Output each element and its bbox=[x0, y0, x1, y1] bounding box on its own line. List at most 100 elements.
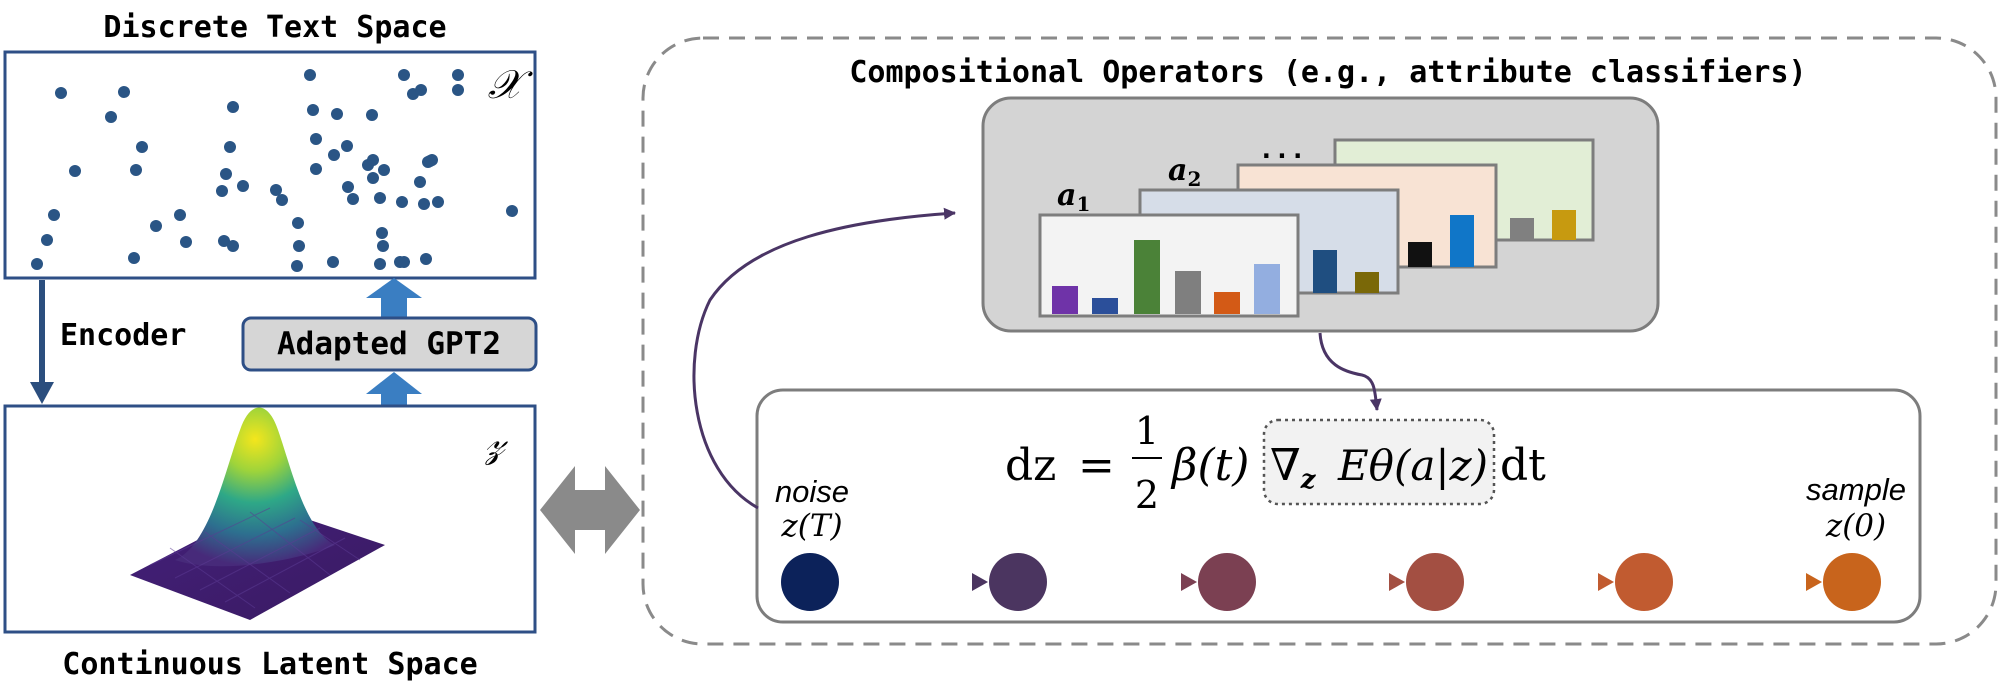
classifier-bar bbox=[1254, 264, 1280, 314]
energy-gradient-highlight bbox=[1262, 418, 1496, 506]
sample-node bbox=[1823, 553, 1881, 611]
equation-dz: dz bbox=[1005, 440, 1056, 491]
text-sample-dot bbox=[136, 141, 148, 153]
text-sample-dot bbox=[216, 185, 228, 197]
bidirectional-arrow bbox=[540, 466, 640, 554]
classifier-card-1-bars bbox=[1052, 240, 1280, 314]
intermediate-node bbox=[1198, 553, 1256, 611]
noise-node bbox=[781, 553, 839, 611]
text-sample-dot bbox=[307, 104, 319, 116]
text-sample-dot bbox=[327, 256, 339, 268]
attribute-a1-label: a1 bbox=[1057, 178, 1090, 216]
text-sample-dot bbox=[506, 205, 518, 217]
text-sample-dot bbox=[342, 181, 354, 193]
classifier-bar bbox=[1214, 292, 1240, 314]
decoder-up-arrow-bottom bbox=[366, 372, 422, 406]
text-sample-dot bbox=[374, 258, 386, 270]
gaussian-surface-plot bbox=[130, 407, 385, 620]
text-sample-dot bbox=[341, 140, 353, 152]
text-sample-dot bbox=[424, 155, 436, 167]
adapted-gpt2-label: Adapted GPT2 bbox=[277, 326, 501, 362]
trajectory-arrow-head bbox=[972, 573, 988, 591]
text-sample-dot bbox=[328, 149, 340, 161]
sample-state: z(0) bbox=[1825, 508, 1886, 544]
card2-bar-2 bbox=[1355, 272, 1379, 293]
text-sample-dot bbox=[150, 220, 162, 232]
text-sample-dot bbox=[420, 253, 432, 265]
text-sample-dot bbox=[374, 192, 386, 204]
intermediate-node bbox=[989, 553, 1047, 611]
text-sample-dot bbox=[452, 69, 464, 81]
intermediate-node bbox=[1615, 553, 1673, 611]
text-sample-dot bbox=[227, 101, 239, 113]
text-sample-dot bbox=[55, 87, 67, 99]
noise-state: z(T) bbox=[780, 508, 842, 544]
text-sample-dot bbox=[291, 260, 303, 272]
equation-dt: dt bbox=[1500, 440, 1546, 491]
text-sample-dot bbox=[398, 256, 410, 268]
encoder-arrow-head bbox=[30, 382, 54, 404]
text-sample-dot bbox=[180, 236, 192, 248]
classifier-bar bbox=[1134, 240, 1160, 314]
trajectory-arrow-head bbox=[1806, 573, 1822, 591]
adapted-gpt2-box bbox=[241, 316, 538, 372]
discrete-space-title: Discrete Text Space bbox=[103, 10, 446, 45]
text-sample-dot bbox=[418, 198, 430, 210]
classifier-bar bbox=[1175, 271, 1201, 314]
text-sample-dot bbox=[347, 193, 359, 205]
text-sample-dot bbox=[293, 240, 305, 252]
trajectory-arrow-head bbox=[1181, 573, 1197, 591]
text-sample-dot bbox=[415, 84, 427, 96]
text-sample-dot bbox=[105, 111, 117, 123]
text-sample-dot bbox=[69, 165, 81, 177]
ode-trajectory bbox=[781, 553, 1881, 611]
text-sample-dot bbox=[331, 108, 343, 120]
text-sample-dot bbox=[118, 86, 130, 98]
text-sample-dot bbox=[396, 196, 408, 208]
text-sample-dot bbox=[398, 69, 410, 81]
text-sample-dot bbox=[227, 240, 239, 252]
sample-label: sample bbox=[1806, 472, 1906, 507]
text-sample-dot bbox=[432, 196, 444, 208]
latent-space-symbol: 𝓏 bbox=[484, 417, 508, 466]
classifier-bar bbox=[1092, 298, 1118, 314]
card3-bar-1 bbox=[1408, 242, 1432, 267]
text-sample-dot bbox=[224, 141, 236, 153]
intermediate-node bbox=[1406, 553, 1464, 611]
attribute-a2-label: a2 bbox=[1168, 153, 1201, 191]
text-sample-dot bbox=[366, 109, 378, 121]
equation-fraction-numerator: 1 bbox=[1135, 409, 1159, 453]
noise-label: noise bbox=[775, 474, 849, 509]
text-sample-dot bbox=[377, 240, 389, 252]
text-sample-dot bbox=[41, 234, 53, 246]
equation-fraction-denominator: 2 bbox=[1135, 473, 1159, 517]
text-sample-dot bbox=[378, 164, 390, 176]
feedback-curve-arrow bbox=[692, 207, 956, 510]
card3-bar-2 bbox=[1450, 215, 1474, 267]
text-sample-dot bbox=[414, 176, 426, 188]
latent-space-title: Continuous Latent Space bbox=[62, 647, 477, 682]
discrete-space-box bbox=[3, 50, 537, 280]
text-sample-dot bbox=[128, 252, 140, 264]
ode-sampler-region bbox=[641, 36, 1998, 646]
text-sample-dot bbox=[276, 194, 288, 206]
card4-bar-2 bbox=[1552, 210, 1576, 240]
text-sample-dot bbox=[376, 227, 388, 239]
trajectory-arrow-head bbox=[1389, 573, 1405, 591]
text-sample-dot bbox=[367, 172, 379, 184]
text-sample-dot bbox=[48, 209, 60, 221]
text-sample-dot bbox=[220, 168, 232, 180]
text-sample-dot bbox=[292, 217, 304, 229]
text-sample-dot bbox=[130, 164, 142, 176]
equation-energy: Eθ(a|z) bbox=[1337, 441, 1488, 490]
text-sample-dot bbox=[237, 180, 249, 192]
text-sample-dot bbox=[367, 154, 379, 166]
decoder-up-arrow-top bbox=[366, 278, 422, 317]
gradient-curve-arrow bbox=[1318, 332, 1382, 411]
classifier-bar bbox=[1052, 286, 1078, 314]
text-sample-dots bbox=[31, 69, 518, 272]
text-sample-dot bbox=[218, 235, 230, 247]
ellipsis: ... bbox=[1259, 135, 1306, 165]
card4-bar-1 bbox=[1510, 218, 1534, 240]
